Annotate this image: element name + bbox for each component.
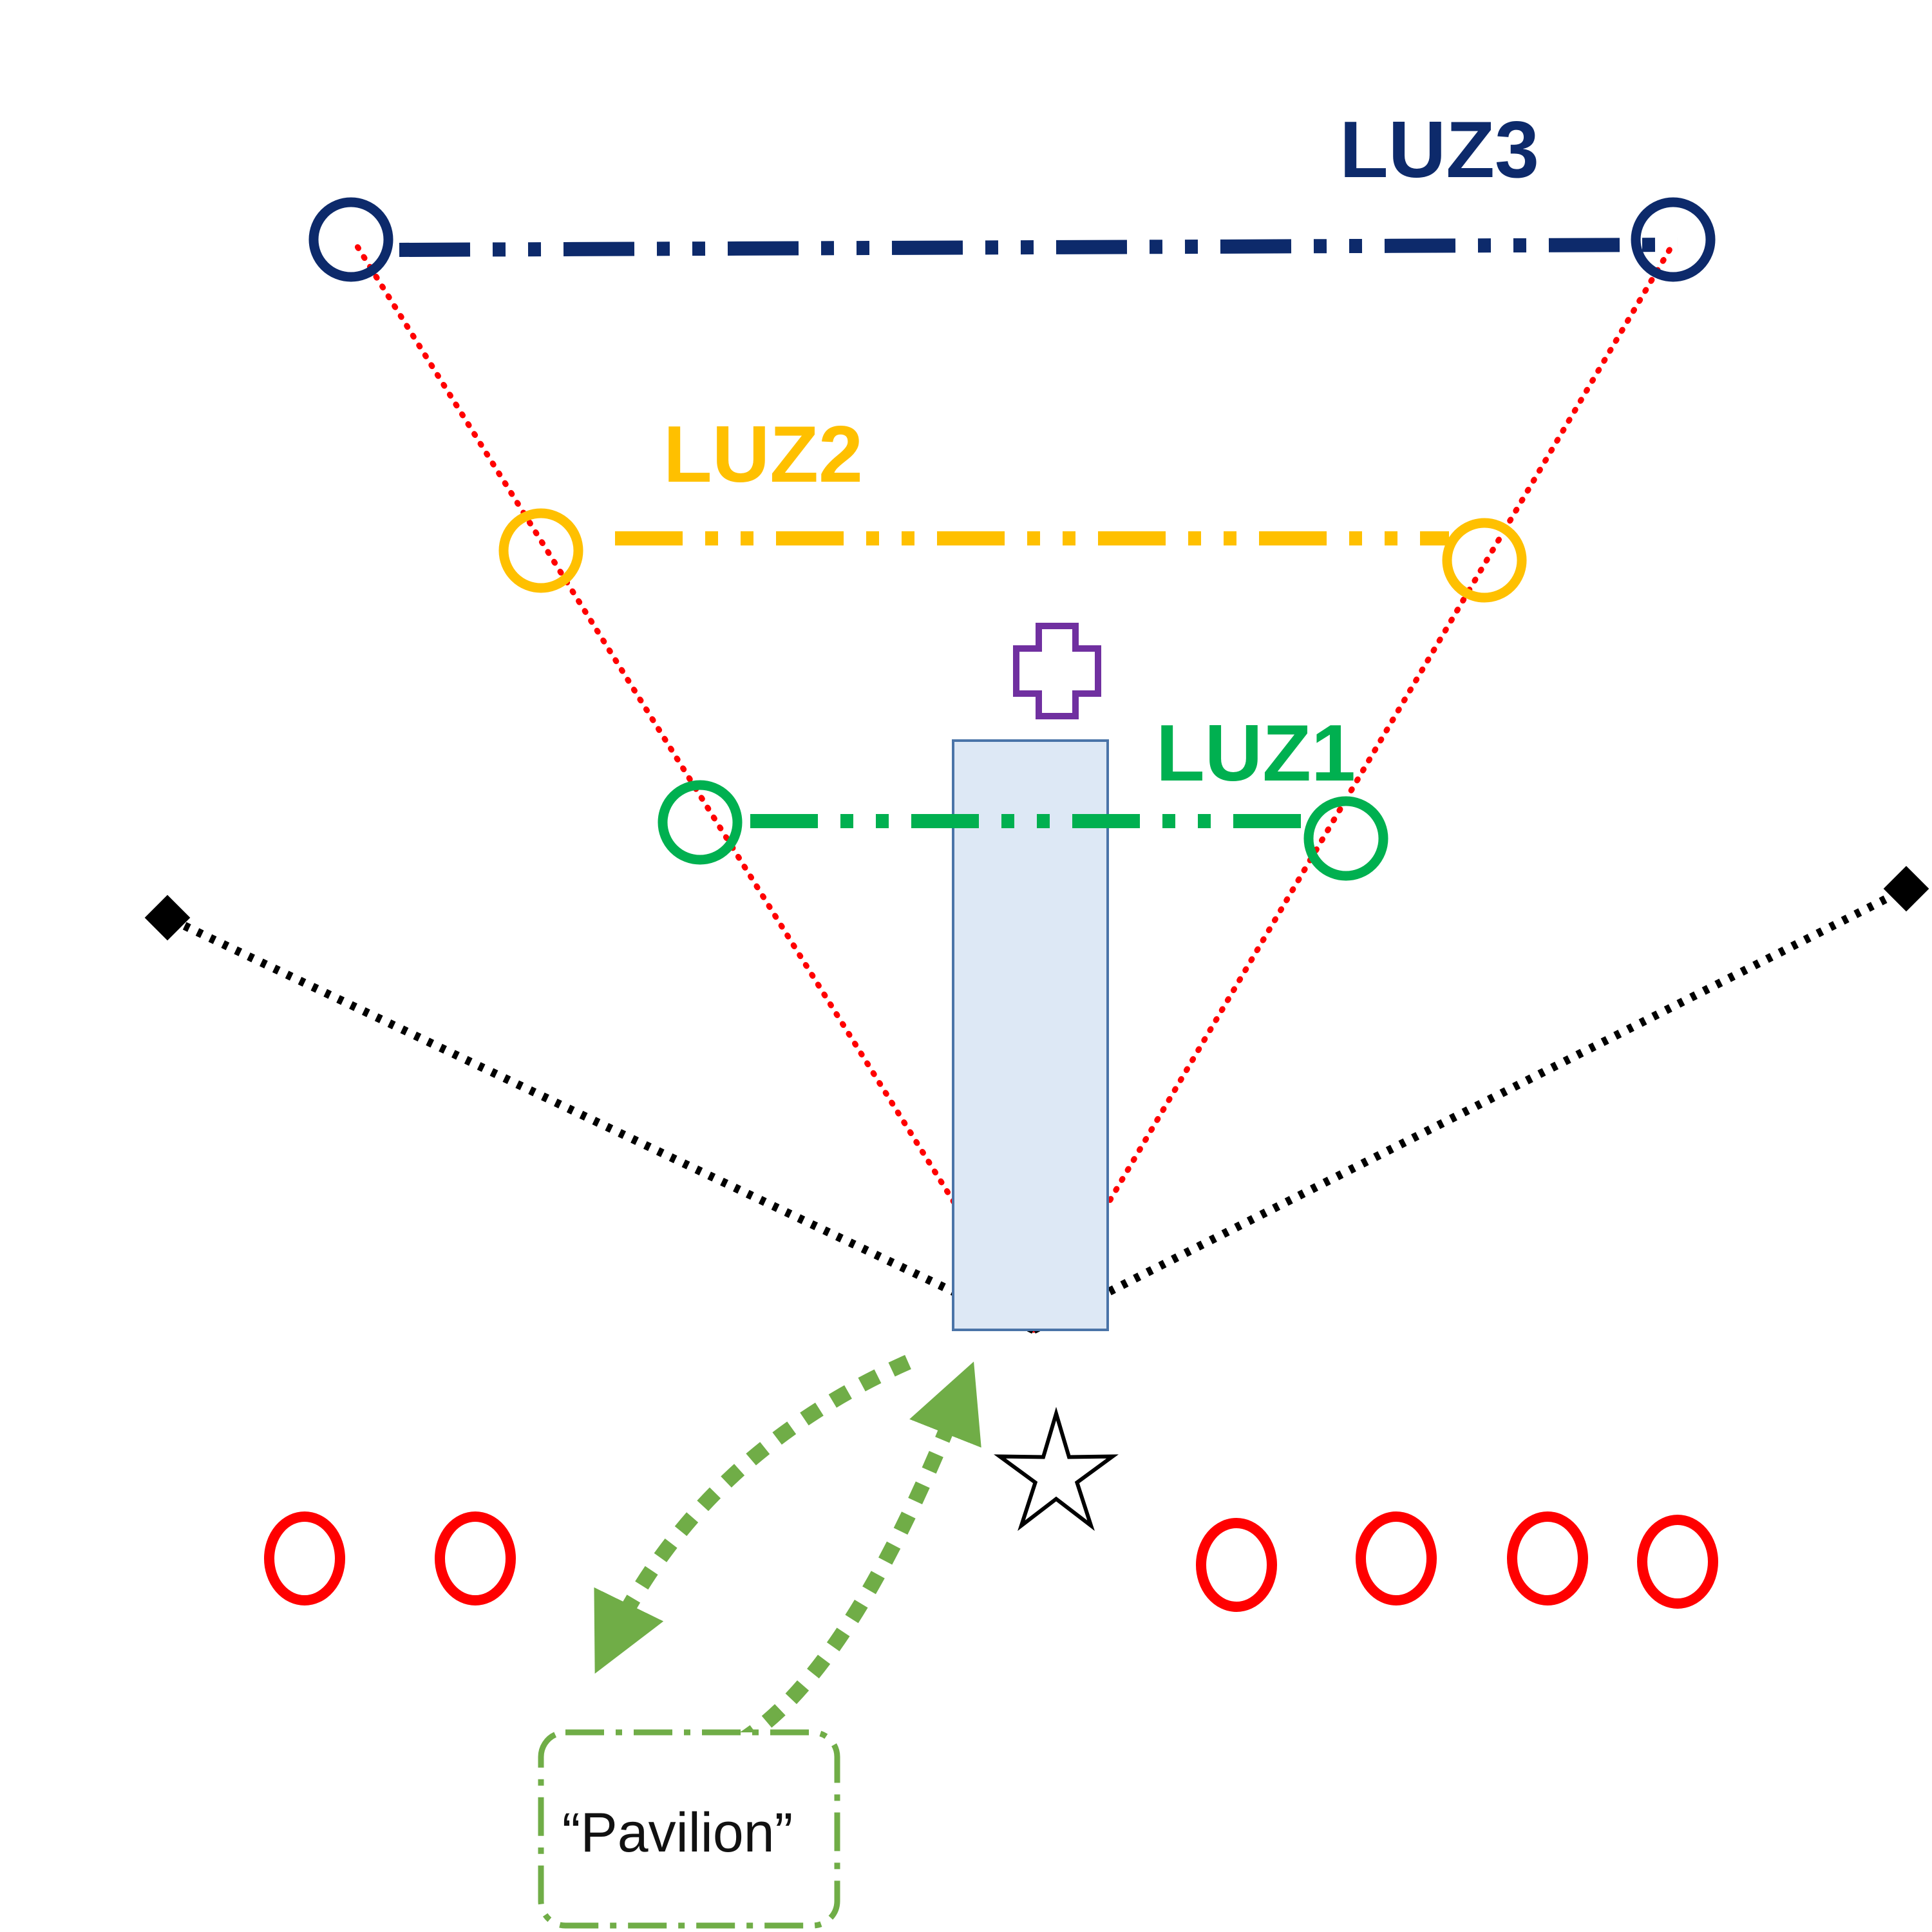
zone-luz3: LUZ3	[308, 106, 1716, 282]
diamond-marker-icon	[1883, 866, 1929, 912]
fielder-marker	[1637, 1515, 1718, 1609]
zone-luz2: LUZ2	[498, 410, 1527, 603]
route-arrow-to-pitch	[643, 1361, 981, 1774]
field-line-left	[166, 914, 1036, 1334]
plus-icon	[1013, 623, 1101, 719]
zone-luz1-marker-right	[1303, 796, 1388, 881]
fielders	[264, 1511, 1718, 1612]
fielder-marker	[1356, 1511, 1437, 1605]
zone-luz3-marker-left	[308, 197, 393, 282]
zone-luz1-label: LUZ1	[1156, 709, 1356, 798]
zone-luz1-marker-left	[658, 780, 743, 865]
fielder-marker	[435, 1511, 516, 1605]
route-arrow-to-pavilion	[594, 1355, 911, 1674]
pavilion-box	[538, 1729, 840, 1929]
zone-luz3-label: LUZ3	[1340, 106, 1539, 194]
pitch	[952, 739, 1109, 1331]
pavilion-label: “Pavilion”	[562, 1802, 793, 1864]
zone-luz3-line	[399, 238, 1678, 257]
zone-luz2-marker-left	[498, 508, 583, 593]
fielder-marker	[1196, 1518, 1277, 1612]
pavilion: “Pavilion”	[538, 1729, 840, 1929]
fielder-marker	[264, 1511, 345, 1605]
zone-luz3-marker-right	[1631, 197, 1716, 282]
zone-luz2-label: LUZ2	[663, 410, 863, 499]
zone-luz2-marker-right	[1442, 518, 1527, 603]
boundary-line-right	[1030, 238, 1678, 1333]
zone-luz1: LUZ1	[658, 709, 1388, 881]
diamond-marker-icon	[144, 895, 191, 941]
fielder-marker	[1507, 1511, 1588, 1605]
star-icon	[994, 1406, 1119, 1531]
